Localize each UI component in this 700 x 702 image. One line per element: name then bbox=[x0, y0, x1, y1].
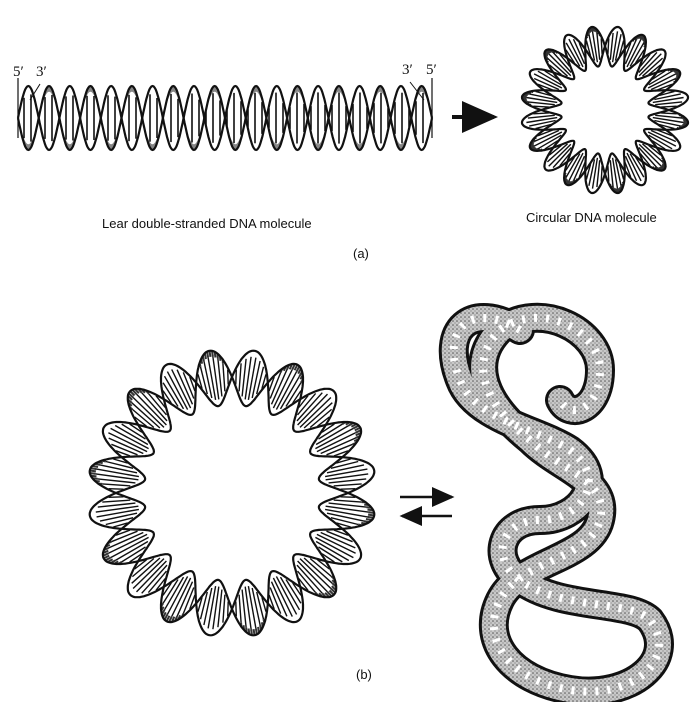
linear-dna-caption: Lear double-stranded DNA molecule bbox=[102, 216, 312, 231]
panel-a-label: (a) bbox=[353, 246, 369, 261]
panel-b-label: (b) bbox=[356, 667, 372, 682]
linear-left-five-prime-label: 5′ bbox=[13, 64, 24, 80]
equilibrium-arrows bbox=[399, 487, 455, 526]
linear-left-three-prime-label: 3′ bbox=[36, 64, 47, 80]
circular-dna-molecule bbox=[520, 25, 690, 195]
supercoiled-dna bbox=[438, 302, 674, 702]
relaxed-circular-dna bbox=[88, 349, 376, 637]
linear-right-three-prime-label: 3′ bbox=[402, 62, 413, 78]
linear-dna-helix bbox=[16, 78, 434, 152]
circular-dna-caption: Circular DNA molecule bbox=[526, 210, 657, 225]
linear-right-five-prime-label: 5′ bbox=[426, 62, 437, 78]
